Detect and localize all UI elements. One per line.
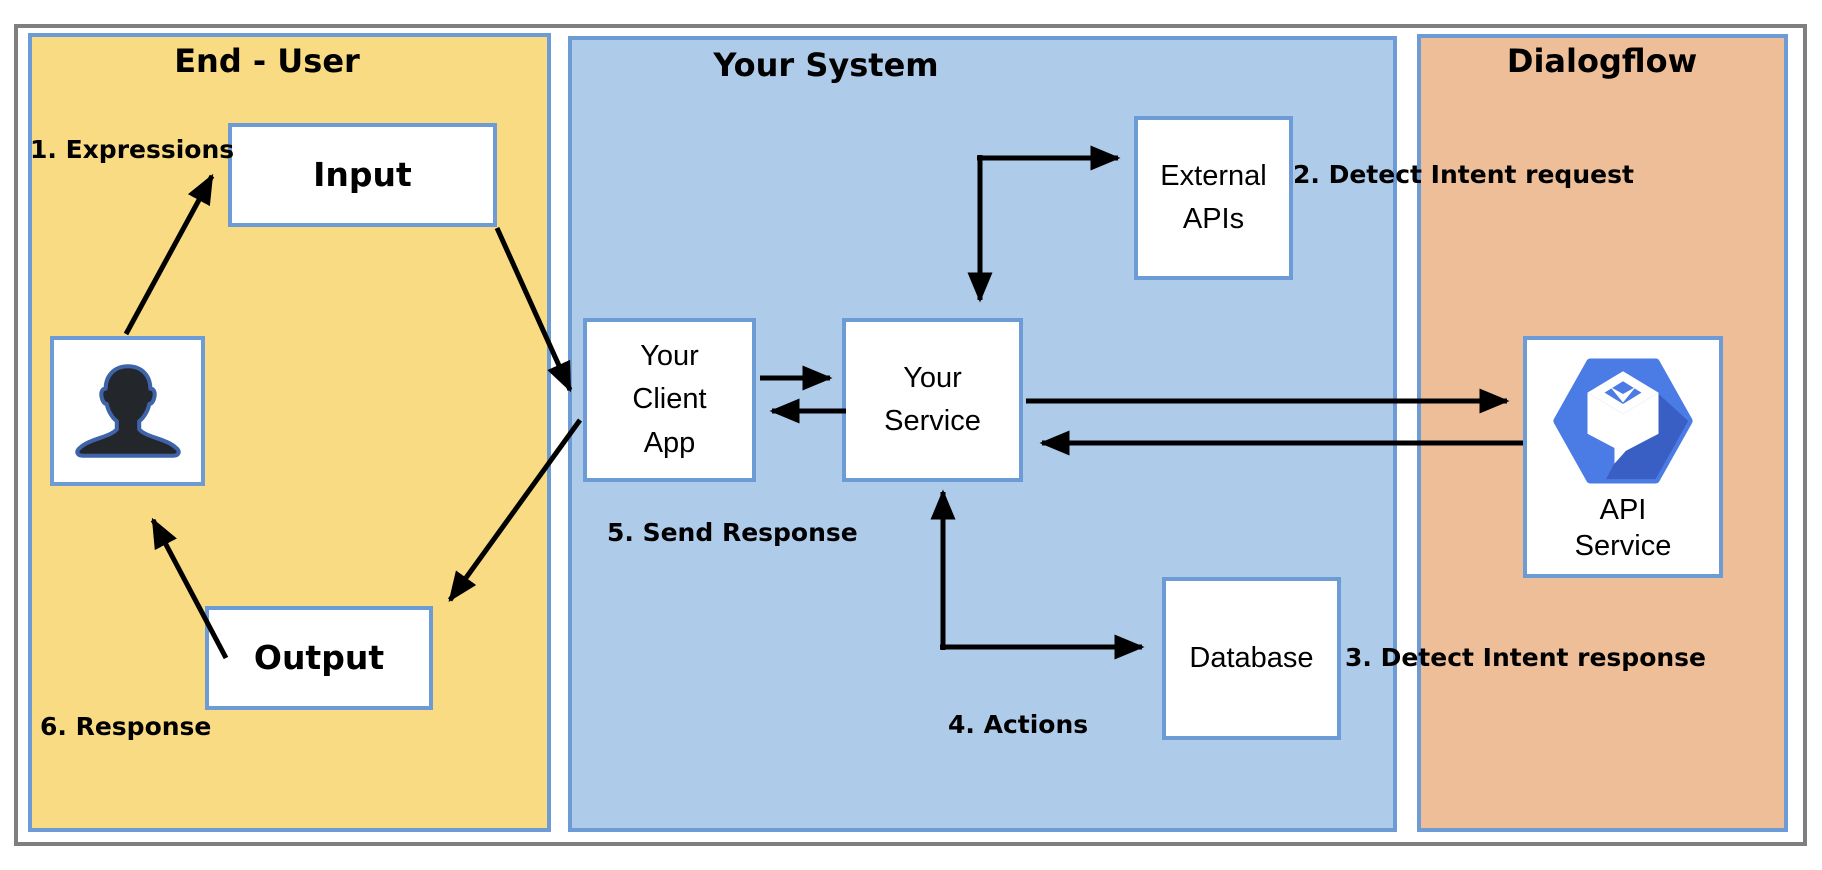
person-icon — [67, 350, 189, 472]
step-label-5-send-response: 5. Send Response — [607, 518, 858, 547]
node-your-service: Your Service — [842, 318, 1023, 482]
section-title-dialogflow: Dialogflow — [1506, 42, 1698, 80]
node-api-service: API Service — [1523, 336, 1723, 578]
step-label-1-expressions: 1. Expressions — [30, 135, 235, 164]
step-label-2-detect-intent-request: 2. Detect Intent request — [1293, 160, 1634, 189]
section-title-your-system: Your System — [713, 46, 939, 84]
node-external-apis: External APIs — [1134, 116, 1293, 280]
node-external-apis-label: External APIs — [1160, 159, 1267, 236]
section-title-end-user: End - User — [174, 42, 360, 80]
node-end-user-avatar — [50, 336, 205, 486]
node-your-client-app-label: Your Client App — [632, 339, 707, 459]
node-database-label: Database — [1189, 641, 1314, 674]
step-label-3-detect-intent-response: 3. Detect Intent response — [1345, 643, 1707, 672]
node-output: Output — [205, 606, 433, 710]
node-your-client-app: Your Client App — [583, 318, 756, 482]
node-api-service-label: API Service — [1574, 494, 1672, 563]
node-database: Database — [1162, 577, 1341, 740]
dialogflow-logo-icon — [1552, 350, 1694, 492]
node-your-service-label: Your Service — [884, 361, 981, 438]
step-label-6-response: 6. Response — [40, 712, 212, 741]
step-label-4-actions: 4. Actions — [948, 710, 1089, 739]
node-output-label: Output — [253, 637, 385, 677]
node-input-label: Input — [313, 154, 412, 194]
node-input: Input — [228, 123, 497, 227]
